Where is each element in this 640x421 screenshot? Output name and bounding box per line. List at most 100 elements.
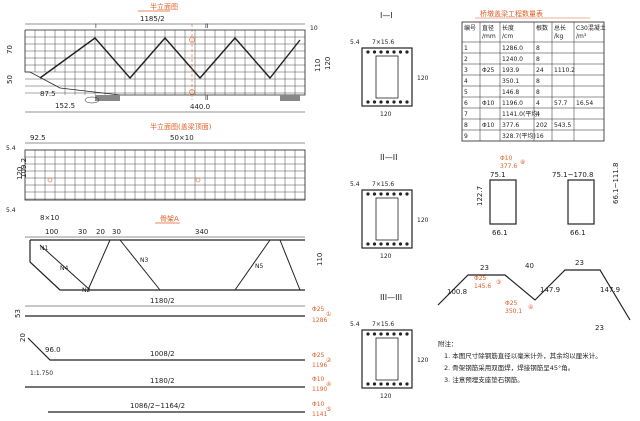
- stirrup-shape-2: 75.1~170.8 66.1~111.8 66.1: [552, 163, 620, 238]
- dim-110: 110: [314, 59, 322, 72]
- svg-text:④: ④: [528, 304, 533, 311]
- table-cell: 57.7: [554, 100, 568, 107]
- title-frame-a: 骨架A: [160, 215, 179, 223]
- svg-text:Φ25: Φ25: [474, 275, 487, 282]
- table-cell: 16: [536, 133, 544, 140]
- cross-sections: I—I7×15.61205.4120II—II7×15.61205.4120II…: [350, 11, 429, 400]
- table-cell: 1240.0: [502, 56, 523, 63]
- table-cell: 8: [536, 45, 540, 52]
- table-cell: 6: [464, 100, 468, 107]
- table-cell: 543.5: [554, 122, 571, 129]
- svg-text:145.6: 145.6: [474, 283, 491, 290]
- half-plan: 半立面图(盖梁顶面) 92.5 50×10 120 109.2 5.4 5.4: [6, 122, 306, 214]
- stirrup1-tag-dia: Φ10: [500, 155, 513, 162]
- mark-n2: N2: [82, 287, 90, 294]
- bent-tag-4: Φ25 350.1 ④: [505, 300, 533, 315]
- svg-text:350.1: 350.1: [505, 308, 522, 315]
- section-top-dim: 7×15.6: [372, 39, 394, 46]
- table-cell: 1286.0: [502, 45, 523, 52]
- dim-120: 120: [324, 57, 332, 70]
- table-cell: 1: [464, 45, 468, 52]
- table-cell: Φ10: [482, 100, 495, 107]
- table-header: /kg: [554, 33, 563, 40]
- dim-plan-5-4-a: 5.4: [6, 145, 16, 152]
- dim-frame-1086: 1086/2~1164/2: [130, 402, 185, 410]
- dim-frame-8x10: 8×10: [40, 214, 59, 222]
- table-cell: 146.8: [502, 89, 519, 96]
- section-bottom-dim: 120: [380, 393, 392, 400]
- table-cell: 7: [464, 111, 468, 118]
- bent-bar-shape: 23 40 23 100.8 147.9 147.9 23 Φ25 145.6 …: [437, 259, 631, 332]
- table-cell: 5: [464, 89, 468, 96]
- table-cell: 328.7(平均): [502, 132, 536, 140]
- table-cell: 8: [536, 78, 540, 85]
- dim-frame-20: 20: [96, 228, 105, 236]
- dim-frame-1180: 1180/2: [150, 297, 175, 305]
- bent-tag-3: Φ25 145.6 ③: [474, 275, 501, 290]
- table-header: 长度: [502, 24, 514, 32]
- section-h-dim: 120: [417, 217, 429, 224]
- stirrup1-a: 75.1: [490, 171, 506, 179]
- notes: 附注： 1. 本图尺寸除钢筋直径以毫米计外，其余均以厘米计。 2. 骨架钢筋采用…: [438, 339, 602, 384]
- table-cell: 8: [536, 56, 540, 63]
- dim-50: 50: [6, 75, 14, 84]
- stirrup-shape-1: 75.1 122.7 66.1 Φ10 377.6 ⑧: [476, 155, 525, 237]
- table-cell: 2: [464, 56, 468, 63]
- dim-152-5: 152.5: [55, 102, 75, 110]
- table-cell: 1196.0: [502, 100, 523, 107]
- svg-text:1196: 1196: [312, 362, 327, 369]
- table-title: 桥墩盖梁工程数量表: [480, 9, 543, 18]
- mark-ii-bottom: II: [205, 95, 209, 102]
- table-cell: 8: [464, 122, 468, 129]
- table-header: 直径: [482, 24, 494, 32]
- svg-text:1286: 1286: [312, 317, 327, 324]
- dim-top-total: 1185/2: [140, 15, 165, 23]
- rebar-tags: Φ25 1286 ① Φ25 1196 ② Φ10 1190 ④ Φ10 114…: [312, 306, 332, 418]
- rebar-tag-4: Φ10 1141 ⑤: [312, 401, 331, 418]
- dim-frame-96: 96.0: [45, 346, 61, 354]
- stirrup1-b: 122.7: [476, 186, 484, 206]
- table-cell: 377.6: [502, 122, 519, 129]
- section-h-dim: 120: [417, 357, 429, 364]
- frame-a: 骨架A 8×10 100 30 20 30 340 N1 N2 N3 N4 N5…: [25, 214, 324, 307]
- dim-10: 10: [310, 25, 318, 32]
- stirrup1-c: 66.1: [492, 229, 508, 237]
- note-1: 1. 本图尺寸除钢筋直径以毫米计外，其余均以厘米计。: [444, 351, 602, 360]
- table-cell: 350.1: [502, 78, 519, 85]
- table-cell: 4: [536, 100, 540, 107]
- table-cell: 3: [464, 67, 468, 74]
- mark-n4: N4: [60, 265, 68, 272]
- table-header: C30混凝土: [576, 24, 606, 32]
- svg-text:⑤: ⑤: [326, 406, 331, 413]
- table-cell: 202: [536, 122, 548, 129]
- stirrup2-b: 66.1~111.8: [612, 163, 620, 205]
- bent-f: 147.9: [600, 286, 620, 294]
- dim-frame-340: 340: [195, 228, 208, 236]
- svg-text:Φ10: Φ10: [312, 401, 325, 408]
- dim-frame-30a: 30: [78, 228, 87, 236]
- section-bottom-dim: 120: [380, 111, 392, 118]
- bent-e: 147.9: [540, 286, 560, 294]
- table-cell: 9: [464, 133, 468, 140]
- half-elevation: 半立面图 1185/2 I II II 70 50 87.5 152.5 440…: [6, 2, 332, 113]
- section-bottom-dim: 120: [380, 253, 392, 260]
- stirrup2-a: 75.1~170.8: [552, 171, 594, 179]
- table-cell: 193.9: [502, 67, 519, 74]
- dim-frame-110: 110: [316, 253, 324, 266]
- mark-n3: N3: [140, 257, 148, 264]
- bent-d: 100.8: [447, 288, 467, 296]
- bent-a: 23: [480, 264, 489, 272]
- dim-frame-53: 53: [14, 309, 22, 318]
- dim-87-5: 87.5: [40, 90, 56, 98]
- dim-frame-100: 100: [45, 228, 58, 236]
- table-header: /m³: [576, 33, 587, 40]
- svg-text:③: ③: [496, 279, 501, 286]
- section-top-dim: 7×15.6: [372, 321, 394, 328]
- note-3: 3. 注意预埋支座垫石钢筋。: [444, 375, 524, 384]
- title-half-elevation: 半立面图: [150, 2, 178, 11]
- dim-plan-120: 120: [16, 167, 24, 180]
- svg-text:1190: 1190: [312, 386, 327, 393]
